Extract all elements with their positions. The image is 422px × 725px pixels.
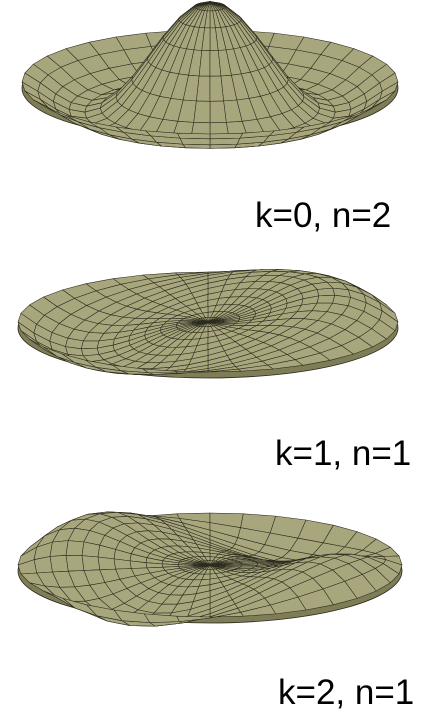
mesh-cell [49,540,69,557]
mesh-cell [65,540,85,556]
mesh-cell [177,132,211,140]
mode-label-k2-n1: k=2, n=1 [278,673,415,712]
mesh-cell [193,100,211,124]
mesh-cell [81,340,100,350]
mesh-cell [209,132,243,140]
mesh-cell [316,294,335,304]
mesh-cell [179,137,211,146]
mode-label-k1-n1: k=1, n=1 [275,434,412,473]
mesh-cell [176,615,211,622]
mesh-cell [316,287,335,297]
mode-label-k0-n2: k=0, n=2 [255,196,392,235]
mesh-cell [65,555,85,572]
mesh-cell [209,100,227,124]
mesh-cell [174,370,209,374]
mesh-cell [209,75,224,102]
mesh-cell [81,555,100,571]
mesh-cell [209,137,241,146]
mesh-cell [196,75,211,102]
mesh-cell [49,555,69,573]
mesh-cell [97,556,116,571]
membrane-surface-k2-n1 [17,511,403,627]
membrane-surface-k0-n2 [21,1,399,149]
membrane-surface-k1-n1 [17,269,399,379]
mesh-cell [33,556,53,574]
